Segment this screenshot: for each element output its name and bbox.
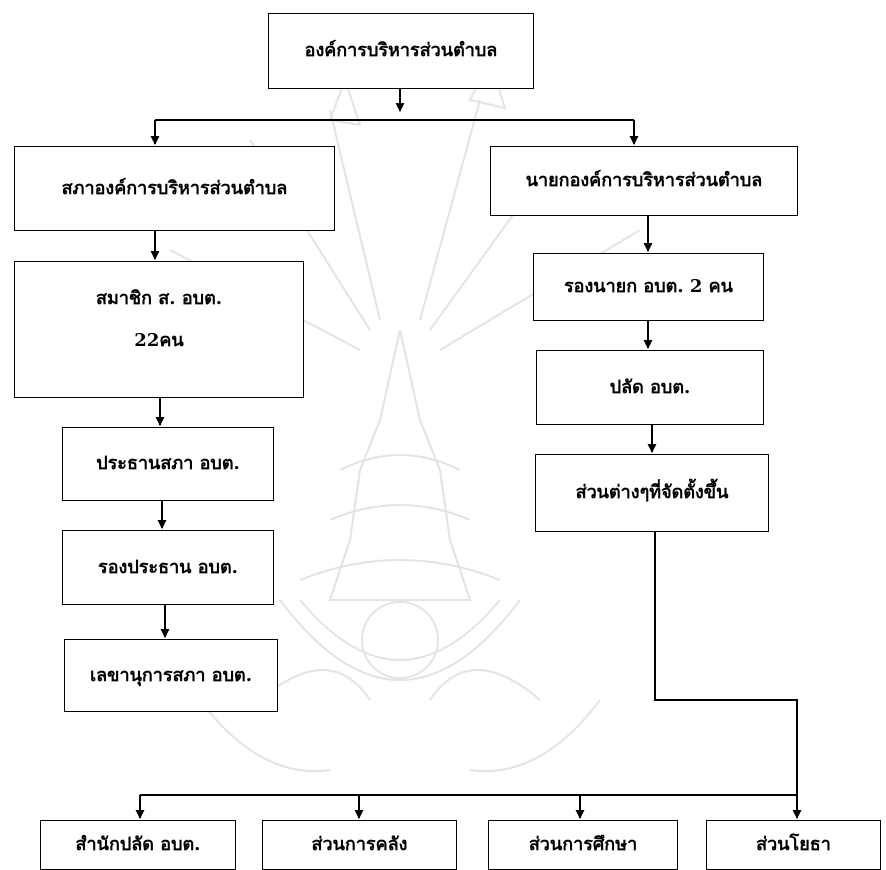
department-node-1: สำนักปลัด อบต. xyxy=(40,820,236,870)
departments-setup-label: ส่วนต่างๆที่จัดตั้งขึ้น xyxy=(575,482,729,504)
council-members-line1: สมาชิก ส. อบต. xyxy=(95,288,223,309)
permanent-secretary-label: ปลัด อบต. xyxy=(609,376,691,398)
connector-departments-route xyxy=(654,532,798,795)
council-node: สภาองค์การบริหารส่วนตำบล xyxy=(14,146,335,231)
council-president-node: ประธานสภา อบต. xyxy=(62,427,274,501)
council-secretary-label: เลขานุการสภา อบต. xyxy=(90,664,252,686)
deputies-node: รองนายก อบต. 2 คน xyxy=(533,253,764,321)
executive-node: นายกองค์การบริหารส่วนตำบล xyxy=(490,146,798,216)
executive-label: นายกองค์การบริหารส่วนตำบล xyxy=(525,170,763,192)
council-label: สภาองค์การบริหารส่วนตำบล xyxy=(61,177,288,199)
department-node-2: ส่วนการคลัง xyxy=(262,820,457,870)
department-label-1: สำนักปลัด อบต. xyxy=(75,834,201,856)
department-label-4: ส่วนโยธา xyxy=(756,834,831,856)
council-vice-president-label: รองประธาน อบต. xyxy=(98,556,238,578)
deputies-label: รองนายก อบต. 2 คน xyxy=(564,276,733,298)
department-label-3: ส่วนการศึกษา xyxy=(528,834,638,856)
council-members-line2: 22คน xyxy=(134,329,184,351)
council-secretary-node: เลขานุการสภา อบต. xyxy=(64,639,278,712)
council-president-label: ประธานสภา อบต. xyxy=(96,453,240,475)
root-label: องค์การบริหารส่วนตำบล xyxy=(304,40,498,62)
council-members-node: สมาชิก ส. อบต. 22คน xyxy=(14,261,304,398)
department-node-4: ส่วนโยธา xyxy=(706,820,881,870)
department-label-2: ส่วนการคลัง xyxy=(311,834,408,856)
root-node: องค์การบริหารส่วนตำบล xyxy=(268,13,534,89)
departments-setup-node: ส่วนต่างๆที่จัดตั้งขึ้น xyxy=(535,454,769,532)
council-vice-president-node: รองประธาน อบต. xyxy=(62,530,274,605)
department-node-3: ส่วนการศึกษา xyxy=(488,820,678,870)
permanent-secretary-node: ปลัด อบต. xyxy=(536,350,764,425)
